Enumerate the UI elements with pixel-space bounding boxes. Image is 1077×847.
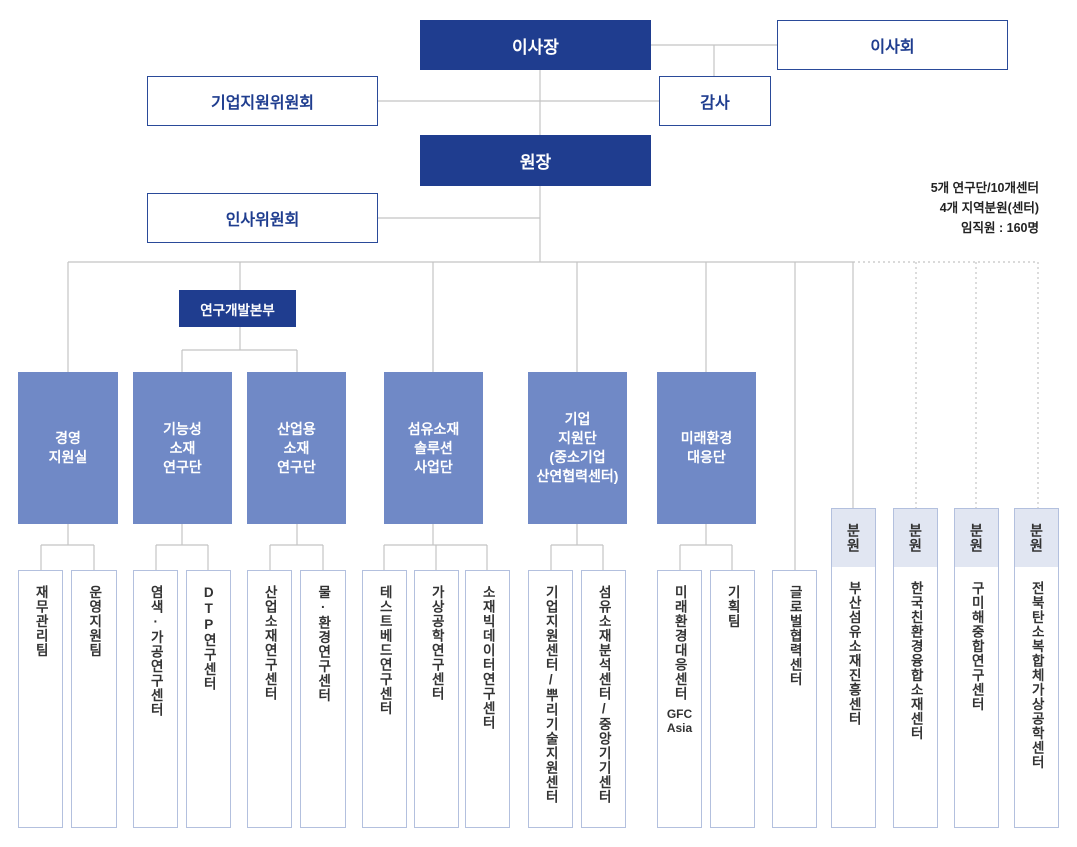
branch-label: 분원 — [832, 509, 875, 567]
chairman-box: 이사장 — [420, 20, 651, 70]
unit-planning-team: 기획팀 — [710, 570, 755, 828]
branch-jeonbuk: 분원 전북탄소복합체가상공학센터 — [1014, 508, 1059, 828]
branch-gumi: 분원 구미해중합연구센터 — [954, 508, 999, 828]
branch-label: 분원 — [955, 509, 998, 567]
stat-staff: 임직원 : 160명 — [961, 221, 1039, 235]
audit-box: 감사 — [659, 76, 771, 126]
unit-global-cooperation-center: 글로벌협력센터 — [772, 570, 817, 828]
hr-committee-box: 인사위원회 — [147, 193, 378, 243]
branch-eco-fusion: 분원 한국친환경융합소재센터 — [893, 508, 938, 828]
stat-branches: 4개 지역분원(센터) — [939, 201, 1039, 215]
unit-dyeing-center: 염색·가공연구센터 — [133, 570, 178, 828]
stat-research: 5개 연구단/10개센터 — [930, 181, 1039, 195]
unit-corporate-root-tech-center: 기업지원센터/뿌리기술지원센터 — [528, 570, 573, 828]
unit-finance-team: 재무관리팀 — [18, 570, 63, 828]
unit-testbed-center: 테스트베드연구센터 — [362, 570, 407, 828]
unit-analysis-equipment-center: 섬유소재분석센터/중앙기기센터 — [581, 570, 626, 828]
branch-label: 분원 — [894, 509, 937, 567]
unit-bigdata-center: 소재빅데이터연구센터 — [465, 570, 510, 828]
unit-operations-team: 운영지원팀 — [71, 570, 117, 828]
unit-dtp-center: DTP연구센터 — [186, 570, 231, 828]
board-box: 이사회 — [777, 20, 1008, 70]
corp-committee-box: 기업지원위원회 — [147, 76, 378, 126]
unit-virtual-engineering-center: 가상공학연구센터 — [414, 570, 459, 828]
unit-water-environment-center: 물·환경연구센터 — [300, 570, 346, 828]
org-stats: 5개 연구단/10개센터 4개 지역분원(센터) 임직원 : 160명 — [931, 178, 1039, 238]
rnd-hq-box: 연구개발본부 — [179, 290, 296, 327]
president-box: 원장 — [420, 135, 651, 186]
unit-industrial-materials-center: 산업소재연구센터 — [247, 570, 292, 828]
branch-busan: 분원 부산섬유소재진흥센터 — [831, 508, 876, 828]
branch-label: 분원 — [1015, 509, 1058, 567]
